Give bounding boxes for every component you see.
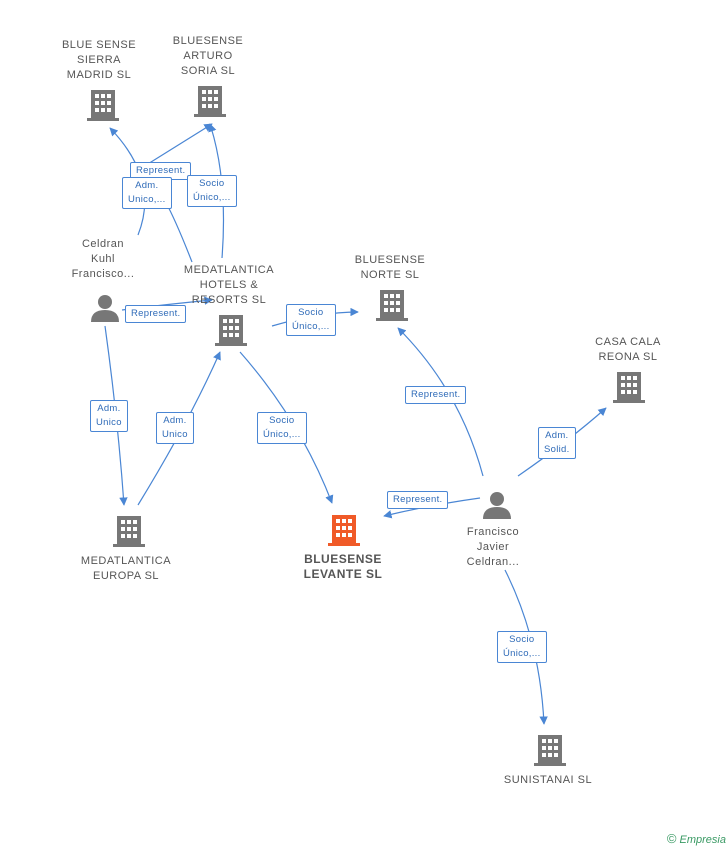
- node-sunistanai[interactable]: SUNISTANAI SL: [503, 774, 593, 786]
- node-bluesense-levante[interactable]: BLUESENSE LEVANTE SL: [303, 552, 383, 581]
- edge-label-represent[interactable]: Represent.: [125, 305, 187, 323]
- node-bluesense-norte[interactable]: BLUESENSE NORTE SL: [354, 254, 426, 281]
- node-blue-sense-sierra-madrid[interactable]: BLUE SENSE SIERRA MADRID SL: [61, 39, 137, 81]
- edge-label-represent[interactable]: Represent.: [387, 491, 449, 509]
- node-bluesense-arturo-soria[interactable]: BLUESENSE ARTURO SORIA SL: [172, 35, 244, 77]
- copyright-icon: ©: [666, 831, 677, 846]
- edge-label-represent[interactable]: Represent.: [405, 386, 467, 404]
- edge-label-adm-solid[interactable]: Adm. Solid.: [538, 427, 576, 459]
- node-medatlantica-hotels[interactable]: MEDATLANTICA HOTELS & RESORTS SL: [183, 264, 275, 306]
- person-icon-francisco: [483, 492, 511, 519]
- person-icon-celdran: [91, 295, 119, 322]
- brand-logo: Empresia: [679, 834, 726, 846]
- edge-label-adm-unico[interactable]: Adm. Unico: [156, 412, 194, 444]
- node-francisco-javier[interactable]: Francisco Javier Celdran...: [466, 526, 520, 568]
- edge-label-adm-unico[interactable]: Adm. Unico: [90, 400, 128, 432]
- edge-label-adm-unico[interactable]: Adm. Unico,...: [122, 177, 172, 209]
- edge-label-socio-unico[interactable]: Socio Único,...: [497, 631, 547, 663]
- edge-label-socio-unico[interactable]: Socio Único,...: [286, 304, 336, 336]
- edge-label-socio-unico[interactable]: Socio Único,...: [187, 175, 237, 207]
- node-casa-cala-reona[interactable]: CASA CALA REONA SL: [595, 336, 661, 363]
- footer-brand[interactable]: © Empresia: [667, 831, 726, 846]
- edge-label-socio-unico[interactable]: Socio Único,...: [257, 412, 307, 444]
- node-medatlantica-europa[interactable]: MEDATLANTICA EUROPA SL: [80, 555, 172, 582]
- node-celdran-kuhl[interactable]: Celdran Kuhl Francisco...: [71, 238, 135, 280]
